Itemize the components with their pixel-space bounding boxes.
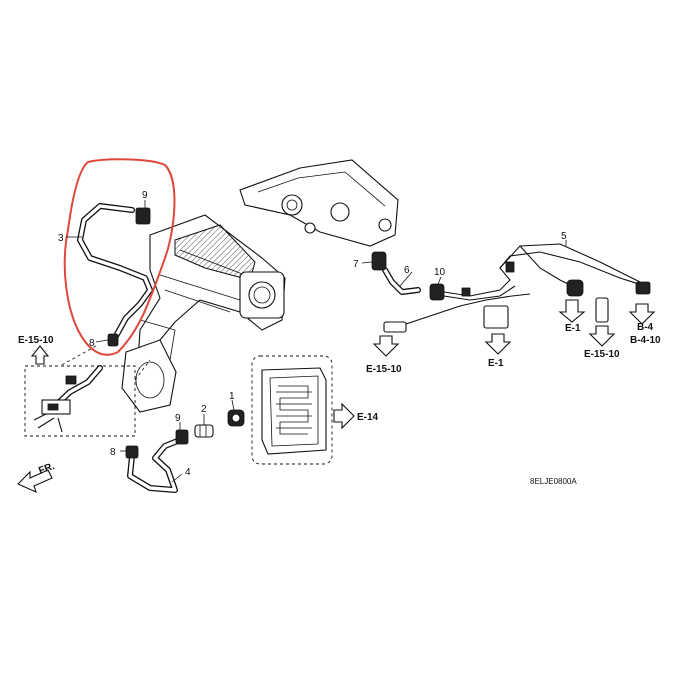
- svg-text:B-4: B-4: [637, 322, 654, 333]
- highlight-outline: [63, 158, 176, 356]
- front-indicator: FR.: [17, 461, 56, 494]
- down-arrow-icon: [558, 299, 586, 323]
- ref-e15-10-left: E-15-10: [18, 335, 54, 365]
- callout-9-top: 9: [142, 190, 148, 201]
- callout-2: 2: [201, 404, 207, 415]
- svg-text:B-4-10: B-4-10: [630, 335, 661, 346]
- svg-text:E-15-10: E-15-10: [366, 364, 402, 375]
- diagram-code: 8ELJE0800A: [530, 477, 577, 486]
- leader-lines: [66, 200, 567, 483]
- ref-b4: B-4 B-4-10: [628, 303, 661, 346]
- front-arrow-icon: [17, 469, 53, 494]
- down-arrow-icon: [628, 303, 656, 325]
- right-harness: [371, 243, 651, 333]
- ref-e1-right: E-1: [558, 299, 586, 334]
- hose-3-assembly: [77, 203, 153, 347]
- down-arrow-icon: [372, 335, 400, 357]
- callout-4: 4: [185, 467, 191, 478]
- down-arrow-icon: [484, 333, 512, 355]
- svg-text:E-1: E-1: [565, 323, 581, 334]
- left-detail-box: [24, 345, 151, 437]
- engine-cover: [239, 159, 399, 247]
- callout-9-bottom: 9: [175, 413, 181, 424]
- callout-6: 6: [404, 265, 410, 276]
- callout-8-bottom: 8: [110, 447, 116, 458]
- intake-manifold: [121, 214, 286, 413]
- ref-e15-10-bottom-left: E-15-10: [366, 335, 402, 375]
- callout-3: 3: [58, 233, 64, 244]
- right-arrow-icon: [333, 402, 355, 430]
- callout-1: 1: [229, 391, 235, 402]
- callouts: 3 9 8 1 2 9 8 4 5 6 7 10: [58, 190, 567, 478]
- callout-10: 10: [434, 267, 446, 278]
- svg-text:E-15-10: E-15-10: [18, 335, 54, 346]
- canister-plate: [251, 355, 333, 465]
- ref-e14: E-14: [333, 402, 379, 430]
- svg-text:E-14: E-14: [357, 412, 379, 423]
- ref-e15-10-right: E-15-10: [584, 325, 620, 360]
- up-arrow-icon: [30, 345, 50, 365]
- lower-hose-group: [125, 409, 245, 493]
- svg-text:FR.: FR.: [37, 461, 56, 477]
- svg-text:E-15-10: E-15-10: [584, 349, 620, 360]
- svg-text:E-1: E-1: [488, 358, 504, 369]
- down-arrow-icon: [588, 325, 616, 347]
- callout-5: 5: [561, 231, 567, 242]
- callout-7: 7: [353, 259, 359, 270]
- ref-e1-mid: E-1: [484, 333, 512, 369]
- callout-8-top: 8: [89, 338, 95, 349]
